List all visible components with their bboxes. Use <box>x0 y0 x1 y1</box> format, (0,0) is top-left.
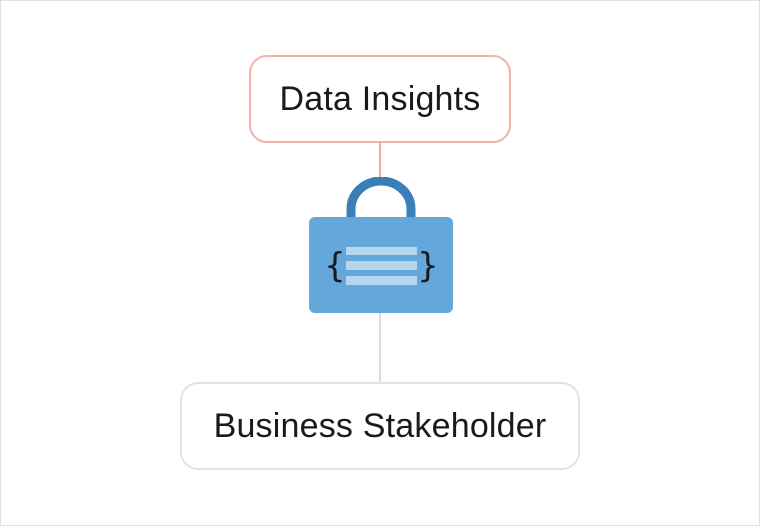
data-stripe-1 <box>346 247 417 255</box>
briefcase-handle <box>346 177 416 217</box>
right-brace: } <box>417 246 439 286</box>
left-brace: { <box>324 246 346 286</box>
bottom-connector-line <box>379 312 381 383</box>
data-insights-node: Data Insights <box>249 55 511 143</box>
business-stakeholder-label: Business Stakeholder <box>213 406 547 445</box>
data-insights-label: Data Insights <box>279 79 481 118</box>
data-stripe-3 <box>346 276 417 285</box>
data-stripe-2 <box>346 261 417 270</box>
top-connector-line <box>379 142 381 178</box>
business-stakeholder-node: Business Stakeholder <box>180 382 580 470</box>
briefcase-data-icon: { } <box>309 177 453 313</box>
